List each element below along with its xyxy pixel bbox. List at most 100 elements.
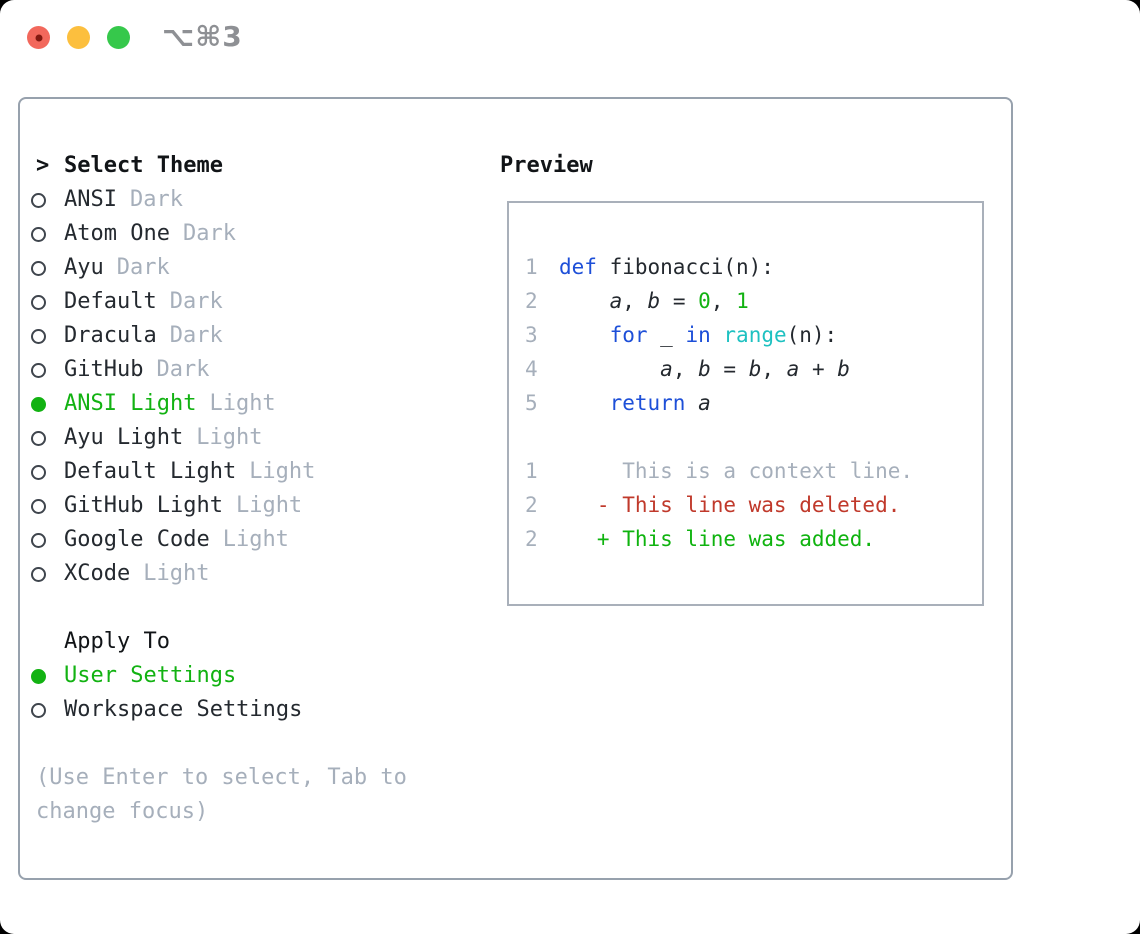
token-fg: (n):: [786, 323, 838, 347]
theme-name: GitHub: [64, 357, 144, 382]
theme-name: Default Light: [64, 459, 237, 484]
line-number: 2: [525, 493, 538, 517]
help-text: (Use Enter to select, Tab to change focu…: [36, 765, 407, 824]
radio-gutter: [30, 192, 64, 208]
token-var: a: [660, 357, 673, 381]
code-line: 2 + This line was added.: [525, 522, 972, 556]
token-fg: [711, 323, 724, 347]
theme-variant: Dark: [182, 221, 236, 246]
code-text: def fibonacci(n):: [559, 250, 774, 284]
token-kw: in: [685, 323, 711, 347]
token-fg: ,: [710, 289, 737, 313]
code-text: - This line was deleted.: [559, 488, 900, 522]
code-line: 2 a, b = 0, 1: [525, 284, 972, 318]
radio-gutter: [30, 226, 64, 242]
token-fg: =: [660, 289, 699, 313]
radio-gutter: [30, 702, 64, 718]
window-controls: [27, 26, 130, 49]
apply-to-title: Apply To: [64, 629, 170, 654]
apply-option-user-settings[interactable]: User Settings: [30, 659, 436, 693]
dialog-panel: [18, 97, 1013, 880]
radio-unselected-icon: [31, 566, 46, 582]
close-button[interactable]: [27, 26, 50, 49]
token-fg: ,: [672, 357, 699, 381]
theme-option-github-dark[interactable]: GitHub Dark: [30, 353, 436, 387]
minimize-button[interactable]: [67, 26, 90, 49]
radio-gutter: [30, 362, 64, 378]
theme-name: ANSI: [64, 187, 117, 212]
code-text: a, b = b, a + b: [559, 352, 850, 386]
code-line: 2 - This line was deleted.: [525, 488, 972, 522]
token-kw: for: [609, 323, 648, 347]
theme-name: GitHub Light: [64, 493, 223, 518]
code-text: for _ in range(n):: [559, 318, 838, 352]
token-var: a: [609, 289, 623, 313]
token-ctx: This is a context line.: [559, 459, 914, 483]
radio-unselected-icon: [31, 498, 46, 514]
code-line: 5 return a: [525, 386, 972, 420]
radio-selected-icon: [31, 396, 46, 412]
theme-name: Atom One: [64, 221, 170, 246]
token-fg: [685, 391, 698, 415]
token-fg: [559, 357, 660, 381]
zoom-button[interactable]: [107, 26, 130, 49]
theme-variant: Light: [222, 527, 289, 552]
radio-unselected-icon: [31, 464, 46, 480]
token-var: b: [698, 357, 711, 381]
token-del: - This line was deleted.: [559, 493, 901, 517]
apply-to-header: Apply To: [30, 625, 436, 659]
theme-name: Default: [64, 289, 157, 314]
theme-option-default-dark[interactable]: Default Dark: [30, 285, 436, 319]
token-var: b: [837, 357, 850, 381]
token-var: a: [698, 391, 711, 415]
theme-option-dracula-dark[interactable]: Dracula Dark: [30, 319, 436, 353]
token-kw: return: [609, 391, 686, 415]
token-fg: fibonacci(n):: [596, 255, 774, 279]
theme-option-google-code-light[interactable]: Google Code Light: [30, 523, 436, 557]
code-line: 1 This is a context line.: [525, 454, 972, 488]
theme-variant: Dark: [156, 357, 210, 382]
radio-gutter: [30, 430, 64, 446]
close-dot-icon: [35, 34, 42, 41]
token-var: b: [748, 357, 762, 381]
radio-gutter: [30, 396, 64, 412]
code-text: return a: [559, 386, 711, 420]
prompt-gutter: >: [30, 149, 64, 183]
token-fg: ,: [761, 357, 787, 381]
code-text: + This line was added.: [559, 522, 875, 556]
theme-name: Google Code: [64, 527, 210, 552]
token-var: a: [786, 357, 800, 381]
radio-unselected-icon: [31, 328, 46, 344]
apply-option-workspace-settings[interactable]: Workspace Settings: [30, 693, 436, 727]
token-fg: =: [710, 357, 749, 381]
line-number: 2: [525, 527, 538, 551]
code-line: 3 for _ in range(n):: [525, 318, 972, 352]
radio-unselected-icon: [31, 192, 46, 208]
token-fg: [559, 289, 610, 313]
theme-name: Dracula: [64, 323, 157, 348]
theme-name: Ayu: [64, 255, 104, 280]
theme-variant: Dark: [169, 289, 223, 314]
theme-variant: Dark: [169, 323, 223, 348]
radio-unselected-icon: [31, 294, 46, 310]
spacer: [30, 591, 436, 625]
radio-unselected-icon: [31, 226, 46, 242]
prompt-caret-icon: >: [36, 153, 50, 178]
theme-option-atom-one-dark[interactable]: Atom One Dark: [30, 217, 436, 251]
token-fg: [559, 323, 610, 347]
radio-gutter: [30, 328, 64, 344]
code-line: [525, 420, 972, 454]
radio-unselected-icon: [31, 702, 46, 718]
token-var: b: [647, 289, 661, 313]
select-theme-header: > Select Theme: [30, 149, 436, 183]
